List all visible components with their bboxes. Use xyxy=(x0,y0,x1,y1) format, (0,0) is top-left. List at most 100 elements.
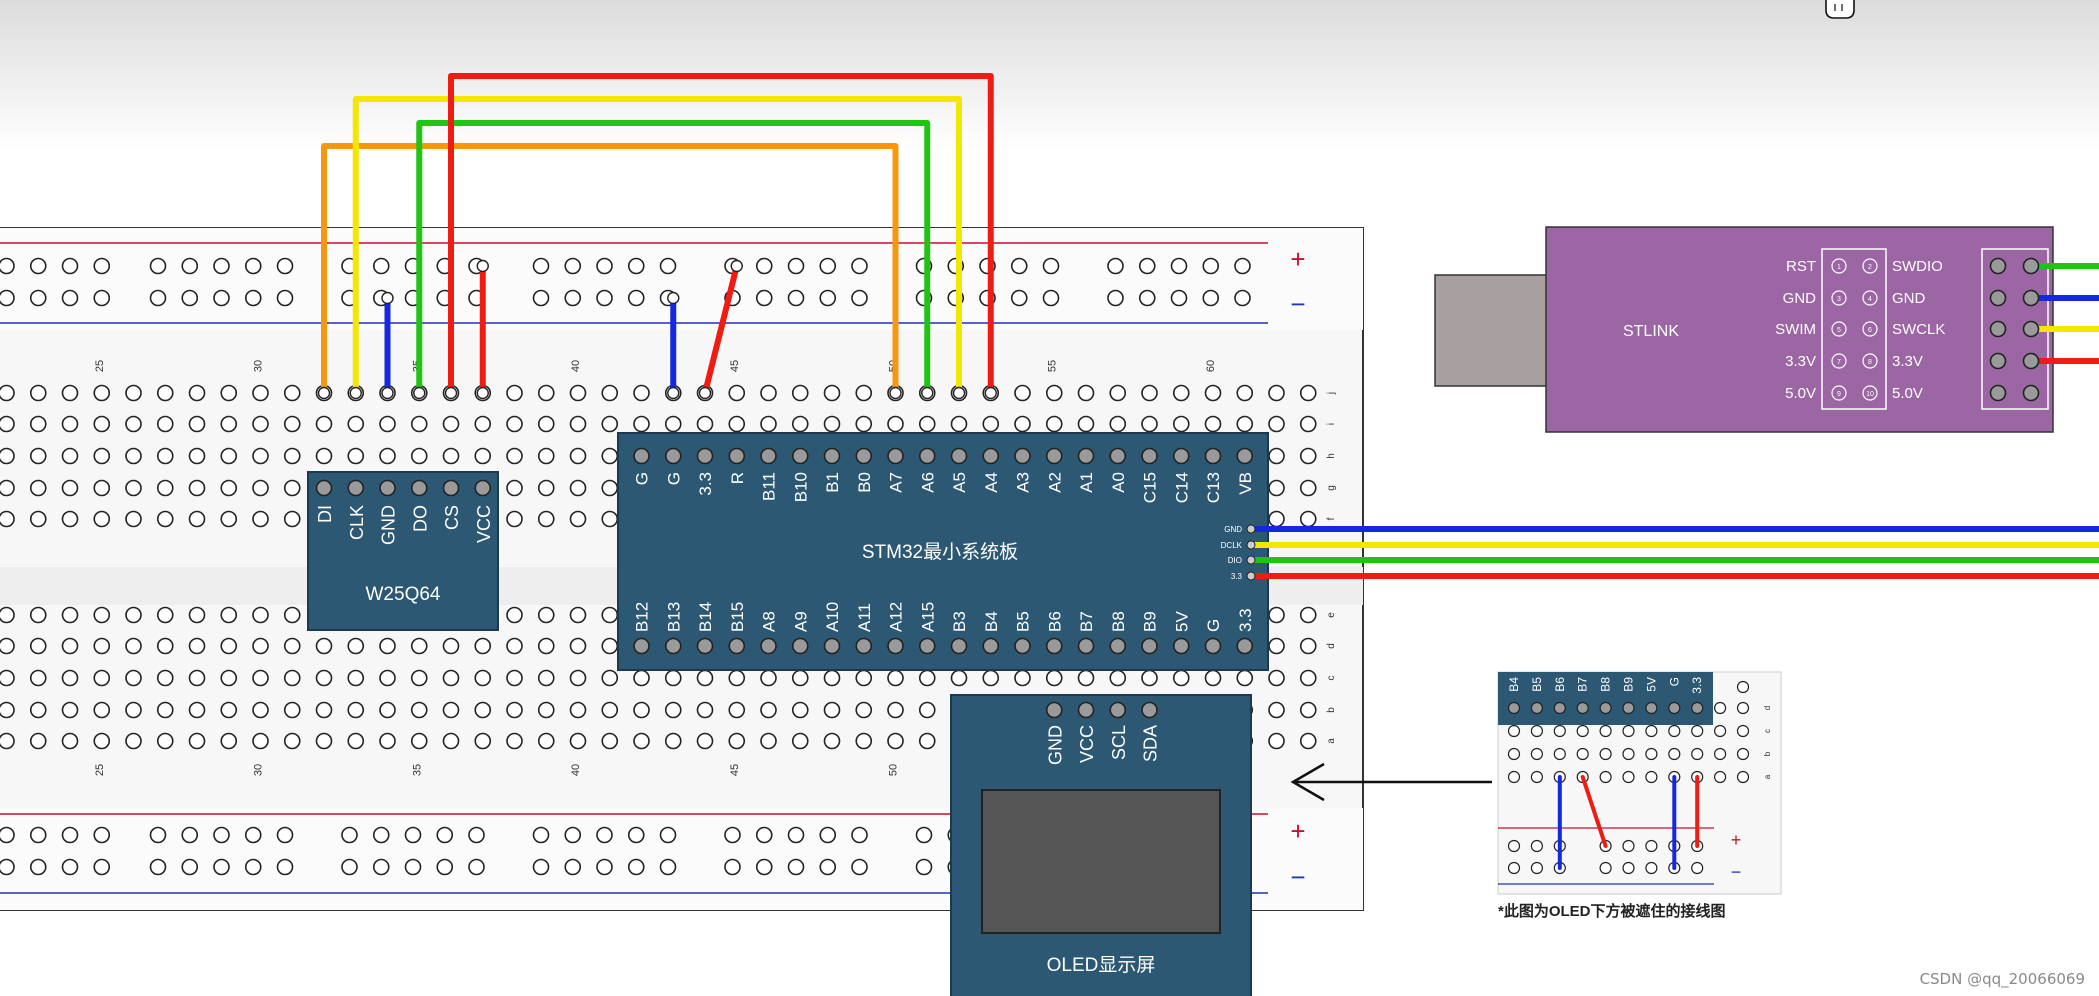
row-letter: b xyxy=(1326,707,1337,713)
jumper-wires xyxy=(317,73,997,400)
breadboard-hole xyxy=(601,669,619,687)
breadboard-hole xyxy=(537,384,555,402)
breadboard-hole xyxy=(569,510,587,528)
w25q64-pin xyxy=(474,479,492,497)
wire-end-hole xyxy=(381,291,394,305)
rail-hole xyxy=(787,826,805,844)
stm32-bottom-pin-label: 3.3 xyxy=(1236,608,1255,632)
stm32-bottom-pin xyxy=(887,637,904,655)
breadboard-hole xyxy=(188,637,206,655)
breadboard-hole xyxy=(1236,415,1254,433)
rail-hole xyxy=(915,858,933,876)
rail-hole xyxy=(1202,289,1220,307)
stm32-bottom-pin-label: B9 xyxy=(1141,611,1160,632)
inset-hole xyxy=(1713,701,1727,715)
breadboard-hole xyxy=(315,637,333,655)
breadboard-hole xyxy=(506,415,523,433)
stm32-side-pin-label: 3.3 xyxy=(1231,572,1243,581)
inset-hole xyxy=(1713,724,1727,738)
breadboard-hole xyxy=(220,732,238,750)
column-number-bottom: 35 xyxy=(411,764,423,776)
stm32-bottom-pin-label: A9 xyxy=(791,611,810,632)
breadboard-hole xyxy=(855,669,873,687)
rail-hole xyxy=(372,257,390,275)
stm32-top-pin xyxy=(1204,447,1222,465)
breadboard-hole xyxy=(156,606,174,624)
inset-hole xyxy=(1645,770,1658,784)
stm32-bottom-pin xyxy=(791,637,809,655)
inset-row-letter: d xyxy=(1763,706,1772,710)
rail-hole xyxy=(659,858,677,876)
stm32-top-pin xyxy=(1236,447,1254,465)
stm32-bottom-pin-label: B13 xyxy=(664,602,683,632)
rail-hole xyxy=(61,257,79,275)
row-letter: f xyxy=(1326,517,1337,520)
rail-hole xyxy=(755,289,773,307)
breadboard-hole xyxy=(1045,384,1063,402)
oled-pin xyxy=(1045,701,1063,719)
rail-hole xyxy=(372,858,390,876)
breadboard-hole xyxy=(887,669,904,687)
stm32-top-pin-label: C14 xyxy=(1172,472,1191,503)
inset-rail-hole xyxy=(1622,861,1635,875)
rail-hole xyxy=(93,289,111,307)
oled-pin-label: SCL xyxy=(1109,725,1129,760)
stm32-bottom-pin-label: B3 xyxy=(950,611,969,632)
rail-hole xyxy=(276,858,294,876)
rail-hole xyxy=(341,826,358,844)
stm32-top-pin xyxy=(1172,447,1190,465)
breadboard-hole xyxy=(188,606,206,624)
stm32-bottom-pin xyxy=(918,637,936,655)
breadboard-hole xyxy=(410,637,428,655)
rail-hole xyxy=(213,826,230,844)
breadboard-hole xyxy=(220,510,238,528)
inset-caption: *此图为OLED下方被遮住的接线图 xyxy=(1498,902,1726,920)
stm32-side-pin xyxy=(1246,540,1256,550)
inset-pin-label: G xyxy=(1667,677,1681,686)
inset-pin-label: B5 xyxy=(1530,677,1544,692)
stm32-side-pin-label: DCLK xyxy=(1221,541,1243,550)
rail-hole xyxy=(436,826,454,844)
arrow-head xyxy=(1290,762,1325,802)
breadboard-hole xyxy=(29,732,47,750)
oled-title: OLED显示屏 xyxy=(1047,955,1156,976)
breadboard-hole xyxy=(347,447,365,465)
stlink-pin-number: 1 xyxy=(1837,264,1841,271)
w25q64-pin xyxy=(379,479,396,497)
rail-hole xyxy=(1042,257,1060,275)
inset-hole xyxy=(1736,724,1750,738)
inset-pin xyxy=(1553,701,1566,715)
breadboard-hole xyxy=(347,669,365,687)
stlink-header-frame xyxy=(1821,248,1887,410)
inset-pin-label: B6 xyxy=(1553,677,1567,692)
breadboard-hole xyxy=(188,732,206,750)
breadboard-hole xyxy=(156,415,174,433)
wire-end-hole xyxy=(381,386,394,400)
wire-end-hole xyxy=(317,386,331,400)
breadboard-hole xyxy=(1268,479,1285,497)
breadboard-hole xyxy=(1299,606,1317,624)
inset-rail-hole xyxy=(1530,839,1544,853)
breadboard-hole xyxy=(61,637,79,655)
rail-hole xyxy=(1170,289,1188,307)
stm32-bottom-pin-label: B7 xyxy=(1077,611,1096,632)
breadboard-hole xyxy=(664,669,682,687)
oled-pin xyxy=(1141,701,1158,719)
oled-pin-label: VCC xyxy=(1077,725,1097,763)
breadboard-hole xyxy=(442,637,460,655)
inset-hole xyxy=(1507,747,1521,761)
breadboard-hole xyxy=(791,732,809,750)
breadboard-hole xyxy=(61,479,79,497)
oled-pin-label: SDA xyxy=(1141,725,1161,762)
breadboard-hole xyxy=(506,669,523,687)
breadboard-hole xyxy=(823,701,841,719)
rail-hole xyxy=(819,289,837,307)
rail-hole xyxy=(627,858,645,876)
stm32-bottom-pin xyxy=(855,637,873,655)
breadboard-hole xyxy=(760,415,777,433)
breadboard-hole xyxy=(283,669,301,687)
rail-hole xyxy=(276,289,294,307)
inset-pin xyxy=(1691,701,1704,715)
rail-hole xyxy=(244,826,262,844)
